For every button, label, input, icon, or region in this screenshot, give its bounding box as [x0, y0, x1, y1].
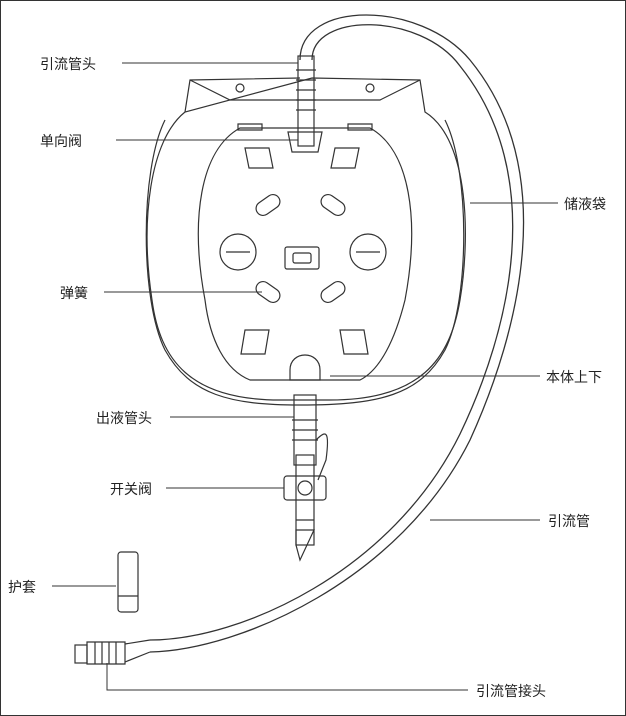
drain-tube: [149, 14, 525, 653]
label-body-up-down: 本体上下: [546, 370, 602, 386]
label-storage-bag: 储液袋: [564, 197, 606, 213]
protective-cap: [117, 551, 139, 613]
drain-tube-connector: [74, 639, 151, 665]
storage-bag: [146, 77, 466, 401]
label-protective-cap: 护套: [8, 580, 36, 596]
bag-body: [197, 127, 413, 381]
label-drain-tube-head: 引流管头: [40, 57, 96, 73]
label-drain-tube: 引流管: [548, 514, 590, 530]
label-outlet-tube-head: 出液管头: [96, 411, 152, 427]
leader-lines: [52, 62, 558, 691]
label-drain-tube-connector: 引流管接头: [476, 684, 546, 700]
label-check-valve: 单向阀: [40, 134, 82, 150]
label-switch-valve: 开关阀: [110, 482, 152, 498]
outlet-and-valve: [283, 394, 329, 562]
label-spring: 弹簧: [60, 286, 88, 302]
